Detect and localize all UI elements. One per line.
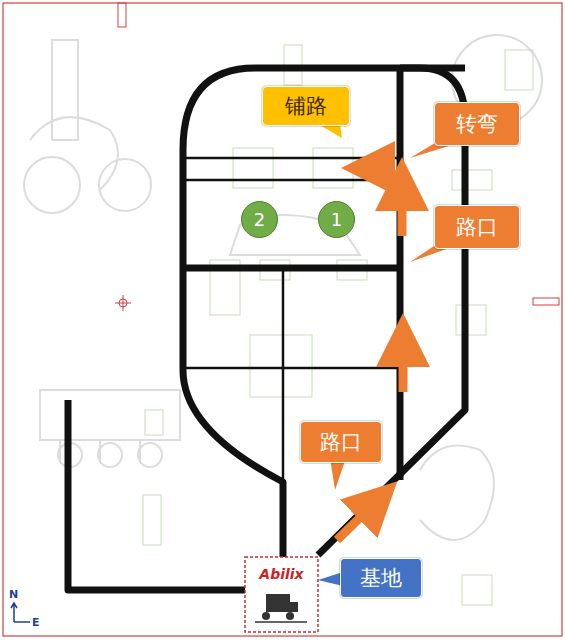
compass-letter: N bbox=[9, 588, 18, 601]
callout-box: 路口 bbox=[300, 421, 382, 463]
callout-number-text: 1 bbox=[331, 209, 342, 230]
field-border bbox=[3, 3, 562, 636]
placement-box bbox=[143, 45, 533, 605]
road bbox=[68, 68, 465, 590]
compass bbox=[11, 603, 30, 622]
callout-text: 路口 bbox=[320, 428, 362, 456]
callout-text: 转弯 bbox=[456, 110, 498, 138]
border-tab bbox=[118, 3, 126, 27]
callout-box: 路口 bbox=[434, 205, 520, 249]
callout-text: Abilix bbox=[259, 566, 303, 582]
base-box: Abilix bbox=[247, 562, 316, 586]
callout-text: 路口 bbox=[456, 213, 498, 241]
crosshair bbox=[115, 295, 131, 311]
thin-road bbox=[183, 158, 400, 482]
callout-box: 铺路 bbox=[262, 86, 350, 126]
callout-number: 1 bbox=[318, 201, 355, 238]
callout-number-text: 2 bbox=[254, 209, 265, 230]
compass-letter: E bbox=[32, 616, 40, 629]
callout-box: 转弯 bbox=[434, 102, 520, 146]
callout-text: 基地 bbox=[360, 564, 402, 592]
callout-number: 2 bbox=[241, 201, 278, 238]
border-tab bbox=[533, 298, 559, 305]
callout-box: 基地 bbox=[340, 558, 422, 598]
base-logo bbox=[245, 557, 318, 632]
callout-text: 铺路 bbox=[285, 92, 327, 120]
callout-tail bbox=[318, 124, 452, 586]
